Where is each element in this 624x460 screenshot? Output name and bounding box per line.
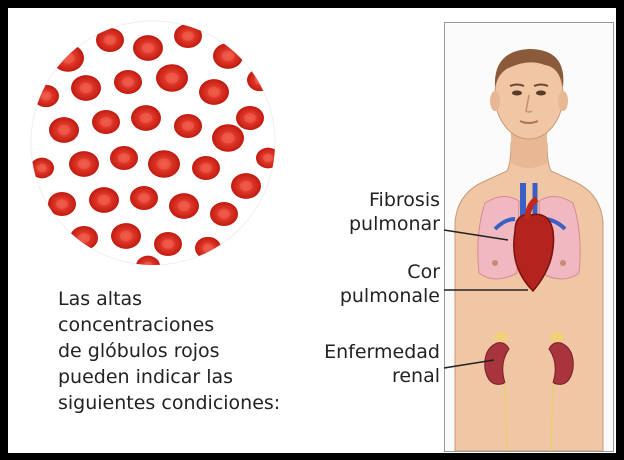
red-blood-cell-center [255, 76, 266, 85]
red-blood-cell-center [200, 163, 212, 173]
red-blood-cell [37, 223, 59, 242]
label-enfermedad-renal: Enfermedad renal [298, 340, 440, 388]
red-blood-cell-center [104, 35, 116, 45]
red-blood-cell-center [61, 53, 74, 64]
red-blood-cell-center [43, 228, 52, 235]
human-torso-panel [444, 22, 614, 452]
red-blood-cell-center [37, 164, 47, 172]
red-blood-cell-center [80, 83, 93, 93]
red-blood-cell-center [218, 209, 230, 219]
red-blood-cell-center [178, 201, 191, 211]
red-blood-cell-center [142, 43, 155, 53]
red-blood-cell-center [100, 117, 112, 127]
red-blood-cell-center [56, 199, 68, 209]
red-blood-cell-center [58, 125, 71, 135]
red-blood-cell-center [98, 195, 111, 205]
red-blood-cell-center [182, 121, 194, 131]
red-blood-cells-magnified-view [28, 18, 278, 268]
illustration-frame: Las altas concentraciones de glóbulos ro… [8, 8, 616, 453]
red-blood-cell-center [122, 77, 134, 87]
red-blood-cell-center [41, 92, 52, 101]
red-blood-cell-center [221, 133, 234, 144]
red-blood-cell-center [240, 181, 253, 191]
human-torso-illustration [445, 23, 613, 451]
red-blood-cell-center [118, 153, 130, 163]
red-blood-cell-center [162, 239, 174, 249]
red-blood-cell-center [157, 159, 170, 170]
red-blood-cell-center [120, 231, 133, 241]
label-fibrosis-pulmonar: Fibrosis pulmonar [308, 188, 440, 236]
label-cor-pulmonale: Cor pulmonale [308, 260, 440, 308]
red-blood-cell-center [263, 154, 273, 162]
red-blood-cell-center [165, 73, 178, 84]
red-blood-cell-center [208, 87, 221, 97]
red-blood-cell-center [78, 233, 90, 243]
red-blood-cell-center [222, 51, 235, 61]
red-blood-cell-center [182, 31, 194, 41]
red-blood-cell-center [78, 159, 91, 169]
red-blood-cell-center [140, 113, 153, 123]
red-blood-cell [247, 69, 273, 91]
red-blood-cell-center [203, 244, 214, 253]
red-blood-cell-center [244, 113, 256, 123]
red-blood-cell-center [138, 193, 150, 203]
